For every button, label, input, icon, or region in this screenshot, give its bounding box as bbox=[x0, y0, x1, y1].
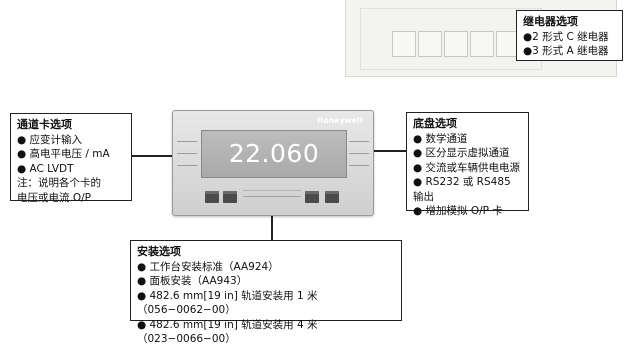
relay-slot bbox=[418, 31, 442, 57]
relay-options-title: 继电器选项 bbox=[523, 15, 578, 28]
relay-options-box: 继电器选项 ●2 形式 C 继电器 ●3 形式 A 继电器 bbox=[516, 10, 623, 61]
chassis-option-item: ● 数学通道 bbox=[413, 132, 468, 145]
mounting-connector-line bbox=[271, 214, 273, 240]
mounting-option-item: ● 工作台安装标准（AA924） bbox=[137, 260, 279, 273]
trim-line bbox=[349, 165, 369, 166]
chassis-option-item: ● RS232 或 RS485 输出 bbox=[413, 176, 511, 203]
relay-slot bbox=[470, 31, 494, 57]
channel-card-options-box: 通道卡选项 ● 应变计输入 ● 高电平电压 / mA ● AC LVDT 注：说… bbox=[10, 113, 132, 204]
keypad-button bbox=[223, 191, 237, 203]
relay-option-item: ●3 形式 A 继电器 bbox=[523, 45, 609, 57]
display-screen: 22.060 bbox=[201, 130, 347, 178]
relay-option-item: ●2 形式 C 继电器 bbox=[523, 30, 609, 43]
relay-slot bbox=[444, 31, 468, 57]
chassis-option-item: ● 区分显示虚拟通道 bbox=[413, 147, 510, 159]
keypad-button bbox=[205, 191, 219, 203]
chassis-connector-line bbox=[372, 150, 406, 152]
chassis-option-item: ● 交流或车辆供电电源 bbox=[413, 161, 520, 174]
mounting-options-title: 安装选项 bbox=[137, 245, 181, 258]
chassis-options-title: 底盘选项 bbox=[413, 117, 457, 130]
indicator-device: Honeywell 22.060 bbox=[172, 110, 374, 216]
relay-slot bbox=[392, 31, 416, 57]
display-readout: 22.060 bbox=[228, 139, 320, 168]
chassis-options-box: 底盘选项 ● 数学通道 ● 区分显示虚拟通道 ● 交流或车辆供电电源 ● RS2… bbox=[406, 112, 529, 217]
trim-line bbox=[349, 141, 369, 142]
trim-line bbox=[349, 153, 369, 154]
mounting-option-item: ● 482.6 mm[19 in] 轨道安装用 4 米（023−0066−00） bbox=[137, 318, 318, 346]
channel-card-title: 通道卡选项 bbox=[17, 118, 72, 131]
nav-arrow-line bbox=[243, 190, 301, 191]
brand-logo: Honeywell bbox=[317, 116, 363, 125]
trim-line bbox=[177, 165, 197, 166]
channel-card-item: ● 应变计输入 bbox=[17, 133, 82, 146]
channel-card-note: 电压或电流 O/P bbox=[17, 191, 91, 204]
trim-line bbox=[177, 141, 197, 142]
nav-arrow-line bbox=[243, 196, 301, 197]
channel-connector-line bbox=[132, 155, 172, 157]
mounting-option-item: ● 面板安装（AA943） bbox=[137, 275, 248, 287]
channel-card-item: ● AC LVDT bbox=[17, 162, 74, 175]
keypad-button bbox=[325, 191, 339, 203]
mounting-options-box: 安装选项 ● 工作台安装标准（AA924） ● 面板安装（AA943） ● 48… bbox=[130, 240, 402, 345]
channel-card-note: 注：说明各个卡的 bbox=[17, 177, 101, 189]
chassis-option-item: ● 增加模拟 O/P 卡 bbox=[413, 205, 503, 217]
trim-line bbox=[177, 153, 197, 154]
mounting-option-item: ● 482.6 mm[19 in] 轨道安装用 1 米（056−0062−00） bbox=[137, 289, 318, 317]
keypad-button bbox=[305, 191, 319, 203]
channel-card-item: ● 高电平电压 / mA bbox=[17, 148, 110, 160]
